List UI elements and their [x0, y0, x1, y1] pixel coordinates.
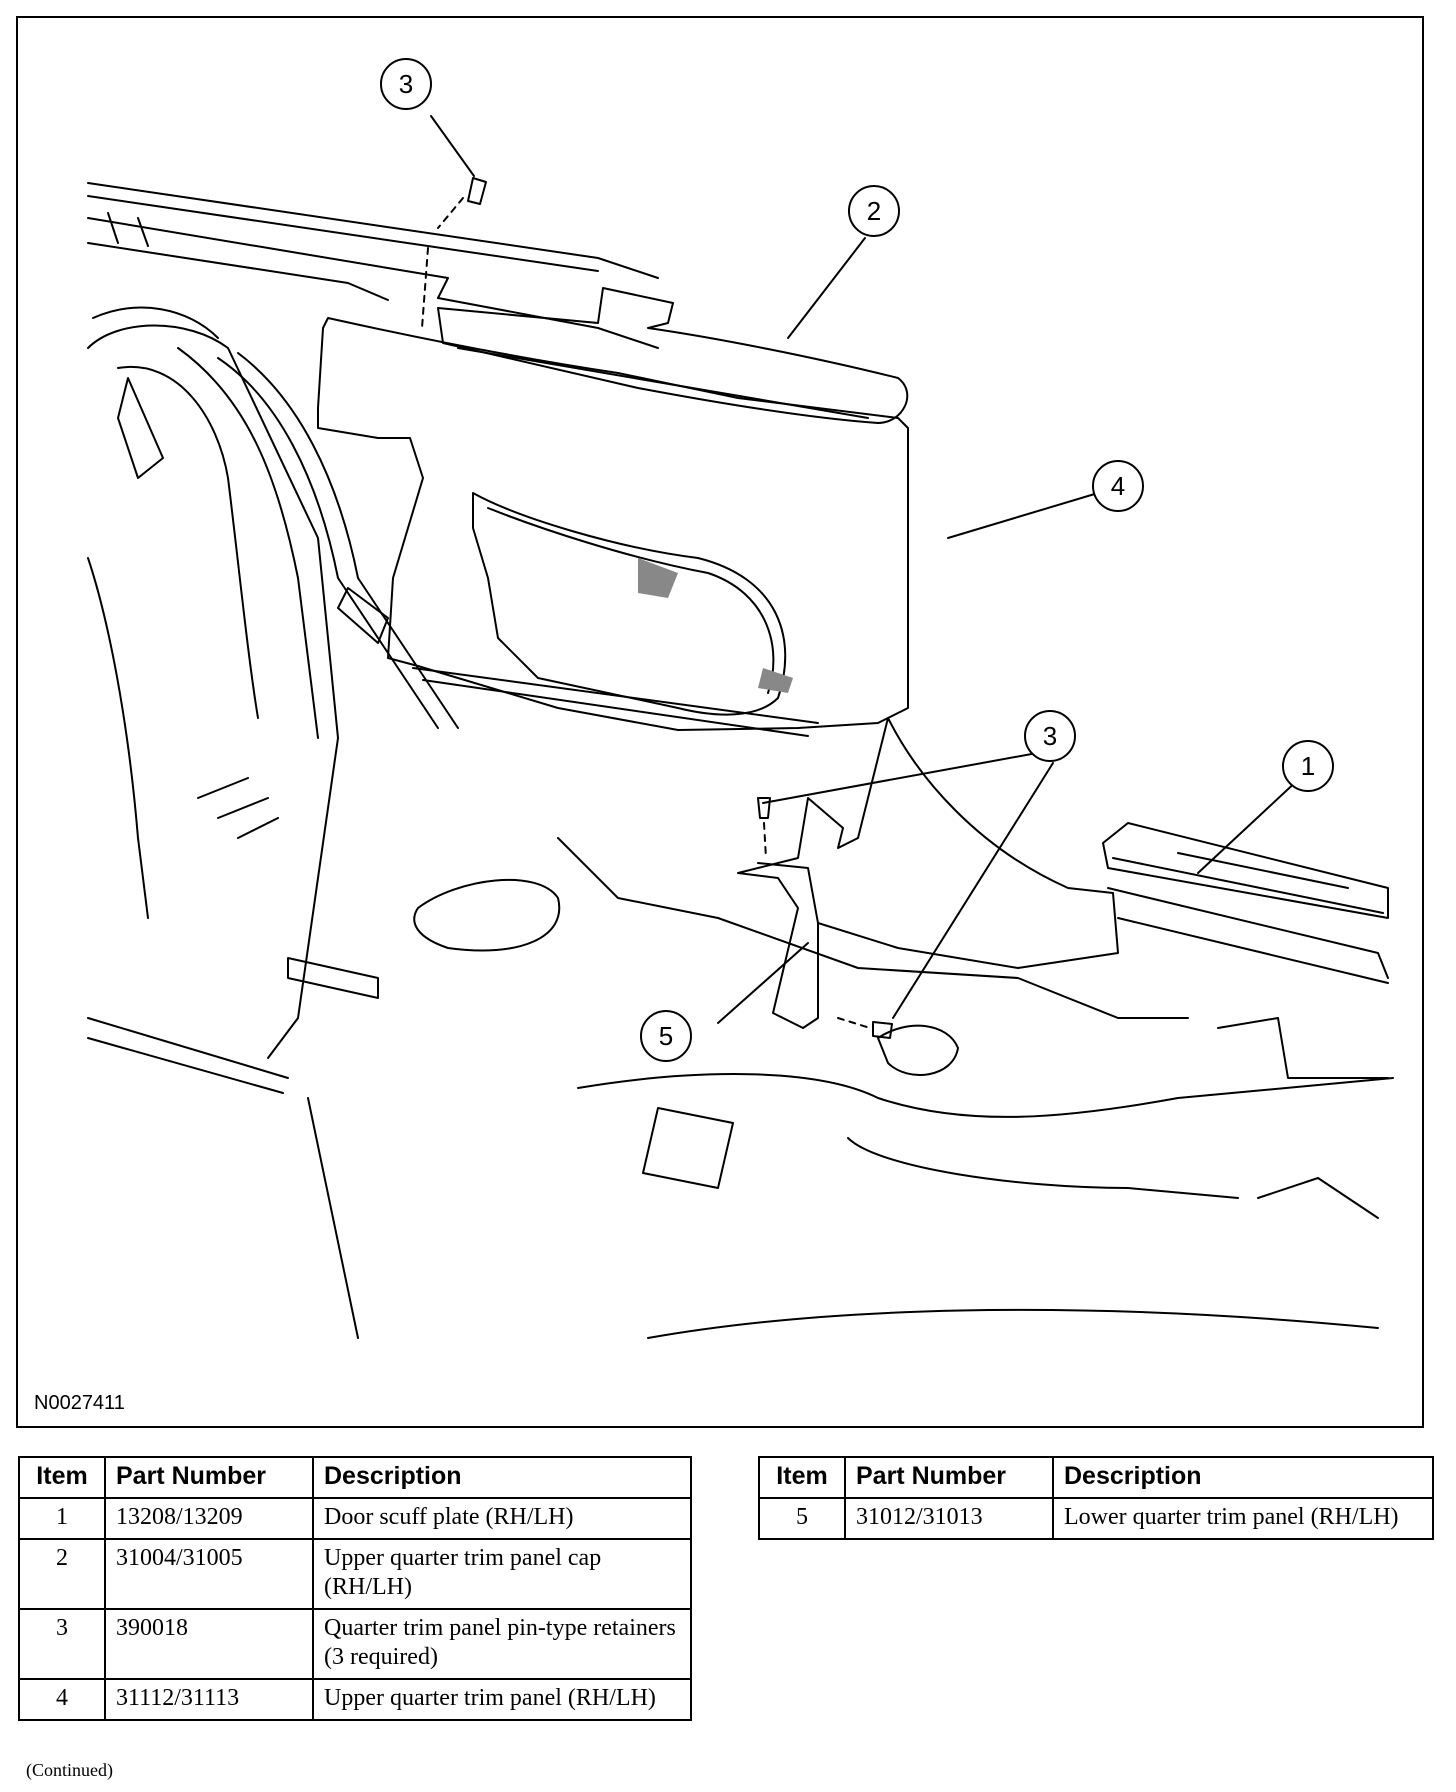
parts-table-left: Item Part Number Description 1 13208/132…	[18, 1456, 692, 1721]
part-number-cell: 390018	[104, 1608, 314, 1680]
part-number-cell: 31004/31005	[104, 1538, 314, 1610]
item-cell: 3	[18, 1608, 106, 1680]
retainer-pins	[421, 177, 893, 1039]
table-row: 1 13208/13209 Door scuff plate (RH/LH)	[18, 1497, 692, 1540]
table-header-row: Item Part Number Description	[758, 1456, 1434, 1499]
table-header-row: Item Part Number Description	[18, 1456, 692, 1499]
description-cell: Lower quarter trim panel (RH/LH)	[1052, 1497, 1434, 1540]
table-row: 5 31012/31013 Lower quarter trim panel (…	[758, 1497, 1434, 1540]
rear-seat	[87, 306, 339, 1059]
trim-panel-illustration: 3 2 4 3 1 5	[87, 58, 1394, 1339]
floor-structure	[87, 837, 1394, 1339]
item-cell: 1	[18, 1497, 106, 1540]
parts-table-right: Item Part Number Description 5 31012/310…	[758, 1456, 1434, 1540]
callout-circles	[380, 58, 1334, 1062]
part-number-cell: 31112/31113	[104, 1678, 314, 1721]
header-item: Item	[18, 1456, 106, 1499]
description-cell: Quarter trim panel pin-type retainers (3…	[312, 1608, 692, 1680]
header-part-number: Part Number	[104, 1456, 314, 1499]
item-cell: 2	[18, 1538, 106, 1610]
description-cell: Upper quarter trim panel cap (RH/LH)	[312, 1538, 692, 1610]
table-row: 3 390018 Quarter trim panel pin-type ret…	[18, 1608, 692, 1680]
roof-rail	[87, 182, 659, 301]
callout-3-top: 3	[399, 69, 413, 99]
part-number-cell: 13208/13209	[104, 1497, 314, 1540]
header-description: Description	[312, 1456, 692, 1499]
part-number-cell: 31012/31013	[844, 1497, 1054, 1540]
description-cell: Upper quarter trim panel (RH/LH)	[312, 1678, 692, 1721]
door-scuff-plate	[1102, 822, 1389, 984]
item-cell: 4	[18, 1678, 106, 1721]
exploded-view-figure: 3 2 4 3 1 5 N0027411	[16, 16, 1424, 1428]
header-description: Description	[1052, 1456, 1434, 1499]
header-part-number: Part Number	[844, 1456, 1054, 1499]
callout-3-mid: 3	[1043, 721, 1057, 751]
callout-2: 2	[867, 196, 881, 226]
callout-1: 1	[1301, 751, 1315, 781]
header-item: Item	[758, 1456, 846, 1499]
continued-note: (Continued)	[26, 1760, 113, 1780]
item-cell: 5	[758, 1497, 846, 1540]
leader-lines	[430, 115, 1301, 1024]
seat-belt	[217, 352, 459, 729]
callout-4: 4	[1111, 471, 1125, 501]
table-row: 4 31112/31113 Upper quarter trim panel (…	[18, 1678, 692, 1721]
upper-quarter-trim-panel-cap	[437, 287, 909, 424]
table-row: 2 31004/31005 Upper quarter trim panel c…	[18, 1538, 692, 1610]
figure-id: N0027411	[34, 1392, 125, 1414]
lower-quarter-trim-panel	[737, 717, 1119, 1029]
upper-quarter-trim-panel	[317, 317, 909, 737]
description-cell: Door scuff plate (RH/LH)	[312, 1497, 692, 1540]
callout-5: 5	[659, 1021, 673, 1051]
